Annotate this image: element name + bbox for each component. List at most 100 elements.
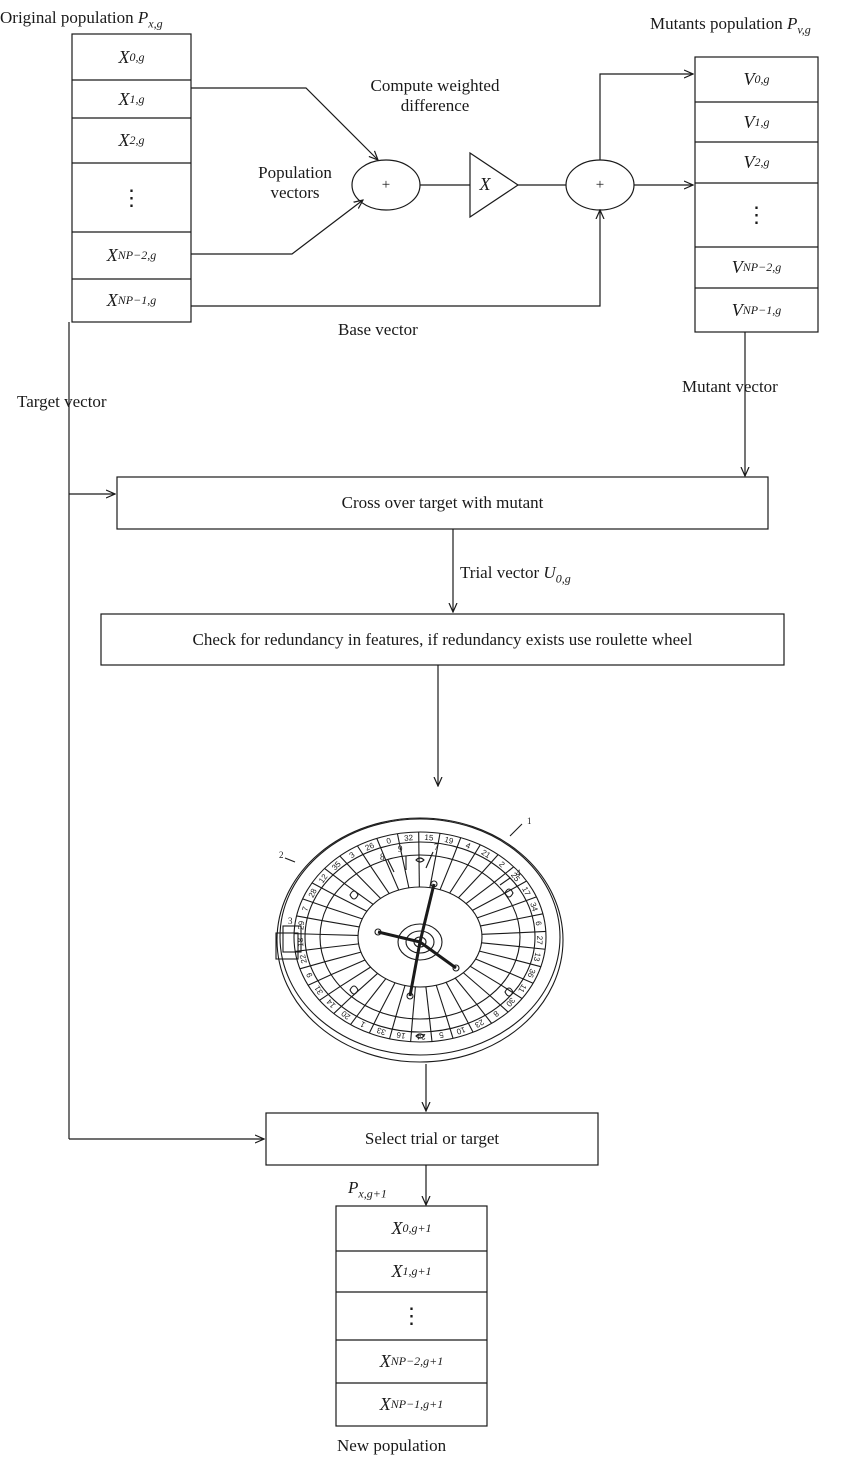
trial-vector-subscript: 0,g <box>555 571 571 586</box>
cell-symbol: V <box>743 111 755 132</box>
original-cell-ellipsis: ⋮ <box>72 163 191 232</box>
crossover-text: Cross over target with mutant <box>341 493 544 512</box>
new-population-label: New population <box>337 1436 447 1455</box>
svg-text:4: 4 <box>516 868 521 878</box>
original-population-table <box>71 33 192 323</box>
roulette-pocket-number: 3 <box>348 850 357 860</box>
roulette-pocket-divider <box>295 947 322 952</box>
original-population-subscript: x,g <box>148 16 163 31</box>
roulette-pocket-number: 24 <box>416 1032 426 1041</box>
roulette-inner-spoke <box>465 881 495 905</box>
roulette-pocket-number: 36 <box>525 967 537 979</box>
cell-subscript: NP−1,g <box>742 302 782 317</box>
roulette-inner-spoke <box>320 943 359 949</box>
roulette-inner-spoke <box>326 906 363 920</box>
roulette-pocket-number: 16 <box>395 1030 406 1040</box>
roulette-inner-spoke <box>379 982 396 1013</box>
roulette-inner-spoke <box>334 894 368 912</box>
vertical-ellipsis: ⋮ <box>745 202 768 227</box>
roulette-pocket-divider <box>489 995 509 1013</box>
roulette-pocket-divider <box>435 833 441 857</box>
roulette-inner-spoke <box>445 982 463 1012</box>
roulette-inner-spoke <box>472 892 505 911</box>
cell-symbol: X <box>106 290 118 310</box>
roulette-pocket-number: 8 <box>491 1009 501 1019</box>
trial-vector-text: Trial vector <box>460 563 540 582</box>
roulette-pocket-number: 28 <box>307 887 319 899</box>
roulette-pocket-divider <box>451 837 462 860</box>
roulette-pocket-divider <box>494 866 515 883</box>
roulette-pocket-number: 9 <box>304 971 314 979</box>
roulette-pocket-number: 18 <box>296 937 305 947</box>
cell-symbol: X <box>391 1261 403 1281</box>
roulette-inner-spoke <box>364 978 387 1006</box>
cell-symbol: X <box>118 46 130 67</box>
cell-symbol: V <box>743 152 755 172</box>
select-text: Select trial or target <box>364 1129 500 1148</box>
cell-subscript: NP−2,g <box>742 260 782 274</box>
roulette-pocket-number: 2 <box>497 860 507 870</box>
population-vectors-line-2: vectors <box>270 183 320 202</box>
roulette-pocket-divider <box>410 1018 414 1042</box>
roulette-pocket-number: 7 <box>300 905 310 912</box>
crossover-box <box>116 476 769 530</box>
roulette-inner-spoke <box>475 958 510 974</box>
roulette-pocket-divider <box>296 915 323 922</box>
mutant-cell-ellipsis: ⋮ <box>695 183 818 247</box>
cell-subscript: NP−1,g+1 <box>390 1397 444 1411</box>
original-population-symbol: P <box>137 8 149 27</box>
target-vector-label: Target vector <box>17 392 107 411</box>
mutants-population-table <box>694 56 819 333</box>
trial-vector-symbol: U <box>543 563 556 582</box>
roulette-pocket-number: 26 <box>364 841 376 853</box>
roulette-inner-spoke <box>449 864 469 894</box>
cell-subscript: NP−1,g <box>117 293 157 307</box>
svg-text:1: 1 <box>527 816 532 826</box>
roulette-pocket-divider <box>461 1011 474 1033</box>
new-population-symbol: P <box>348 1178 359 1197</box>
roulette-pocket-divider <box>467 844 481 866</box>
sum-operator-1: + <box>381 177 391 193</box>
roulette-pocket-divider <box>519 946 546 950</box>
cell-symbol: X <box>379 1351 391 1371</box>
roulette-pocket-number: 33 <box>375 1025 387 1037</box>
sum-operator-2: + <box>595 177 605 193</box>
roulette-pocket-divider <box>509 972 534 984</box>
roulette-pocket-divider <box>388 1016 397 1040</box>
roulette-inner-spoke <box>463 972 491 997</box>
roulette-inner-spoke <box>401 856 410 888</box>
roulette-pocket-number: 32 <box>404 833 414 843</box>
roulette-pocket-number: 29 <box>296 920 306 930</box>
roulette-pocket-number: 10 <box>455 1025 467 1037</box>
roulette-inner-spoke <box>481 942 520 948</box>
roulette-pocket-number: 27 <box>535 936 544 946</box>
cell-subscript: 0,g+1 <box>402 1221 432 1235</box>
roulette-inner-spoke <box>343 883 374 905</box>
roulette-pocket-divider <box>445 1015 454 1039</box>
roulette-inner-spoke <box>435 985 447 1017</box>
cell-symbol: X <box>106 245 118 265</box>
trial-vector-label: Trial vector U0,g <box>460 563 571 588</box>
redundancy-box <box>100 613 785 666</box>
roulette-inner-spoke <box>369 865 390 894</box>
cell-symbol: V <box>743 69 755 89</box>
select-box <box>265 1112 599 1166</box>
vertical-ellipsis: ⋮ <box>120 184 143 210</box>
roulette-inner-spoke <box>330 959 366 976</box>
roulette-inner-spoke <box>324 951 362 963</box>
cell-subscript: NP−2,g+1 <box>390 1354 444 1368</box>
roulette-inner-spoke <box>481 932 520 935</box>
base-vector-label: Base vector <box>338 320 418 339</box>
roulette-pocket-divider <box>515 959 541 968</box>
roulette-pocket-divider <box>339 855 357 875</box>
roulette-inner-spoke <box>412 986 416 1019</box>
roulette-pocket-divider <box>481 854 499 874</box>
original-population-label: Original population Px,g <box>0 8 163 33</box>
roulette-pocket-divider <box>504 880 527 894</box>
roulette-pocket-number: 22 <box>298 953 309 964</box>
roulette-inner-spoke <box>321 920 360 928</box>
